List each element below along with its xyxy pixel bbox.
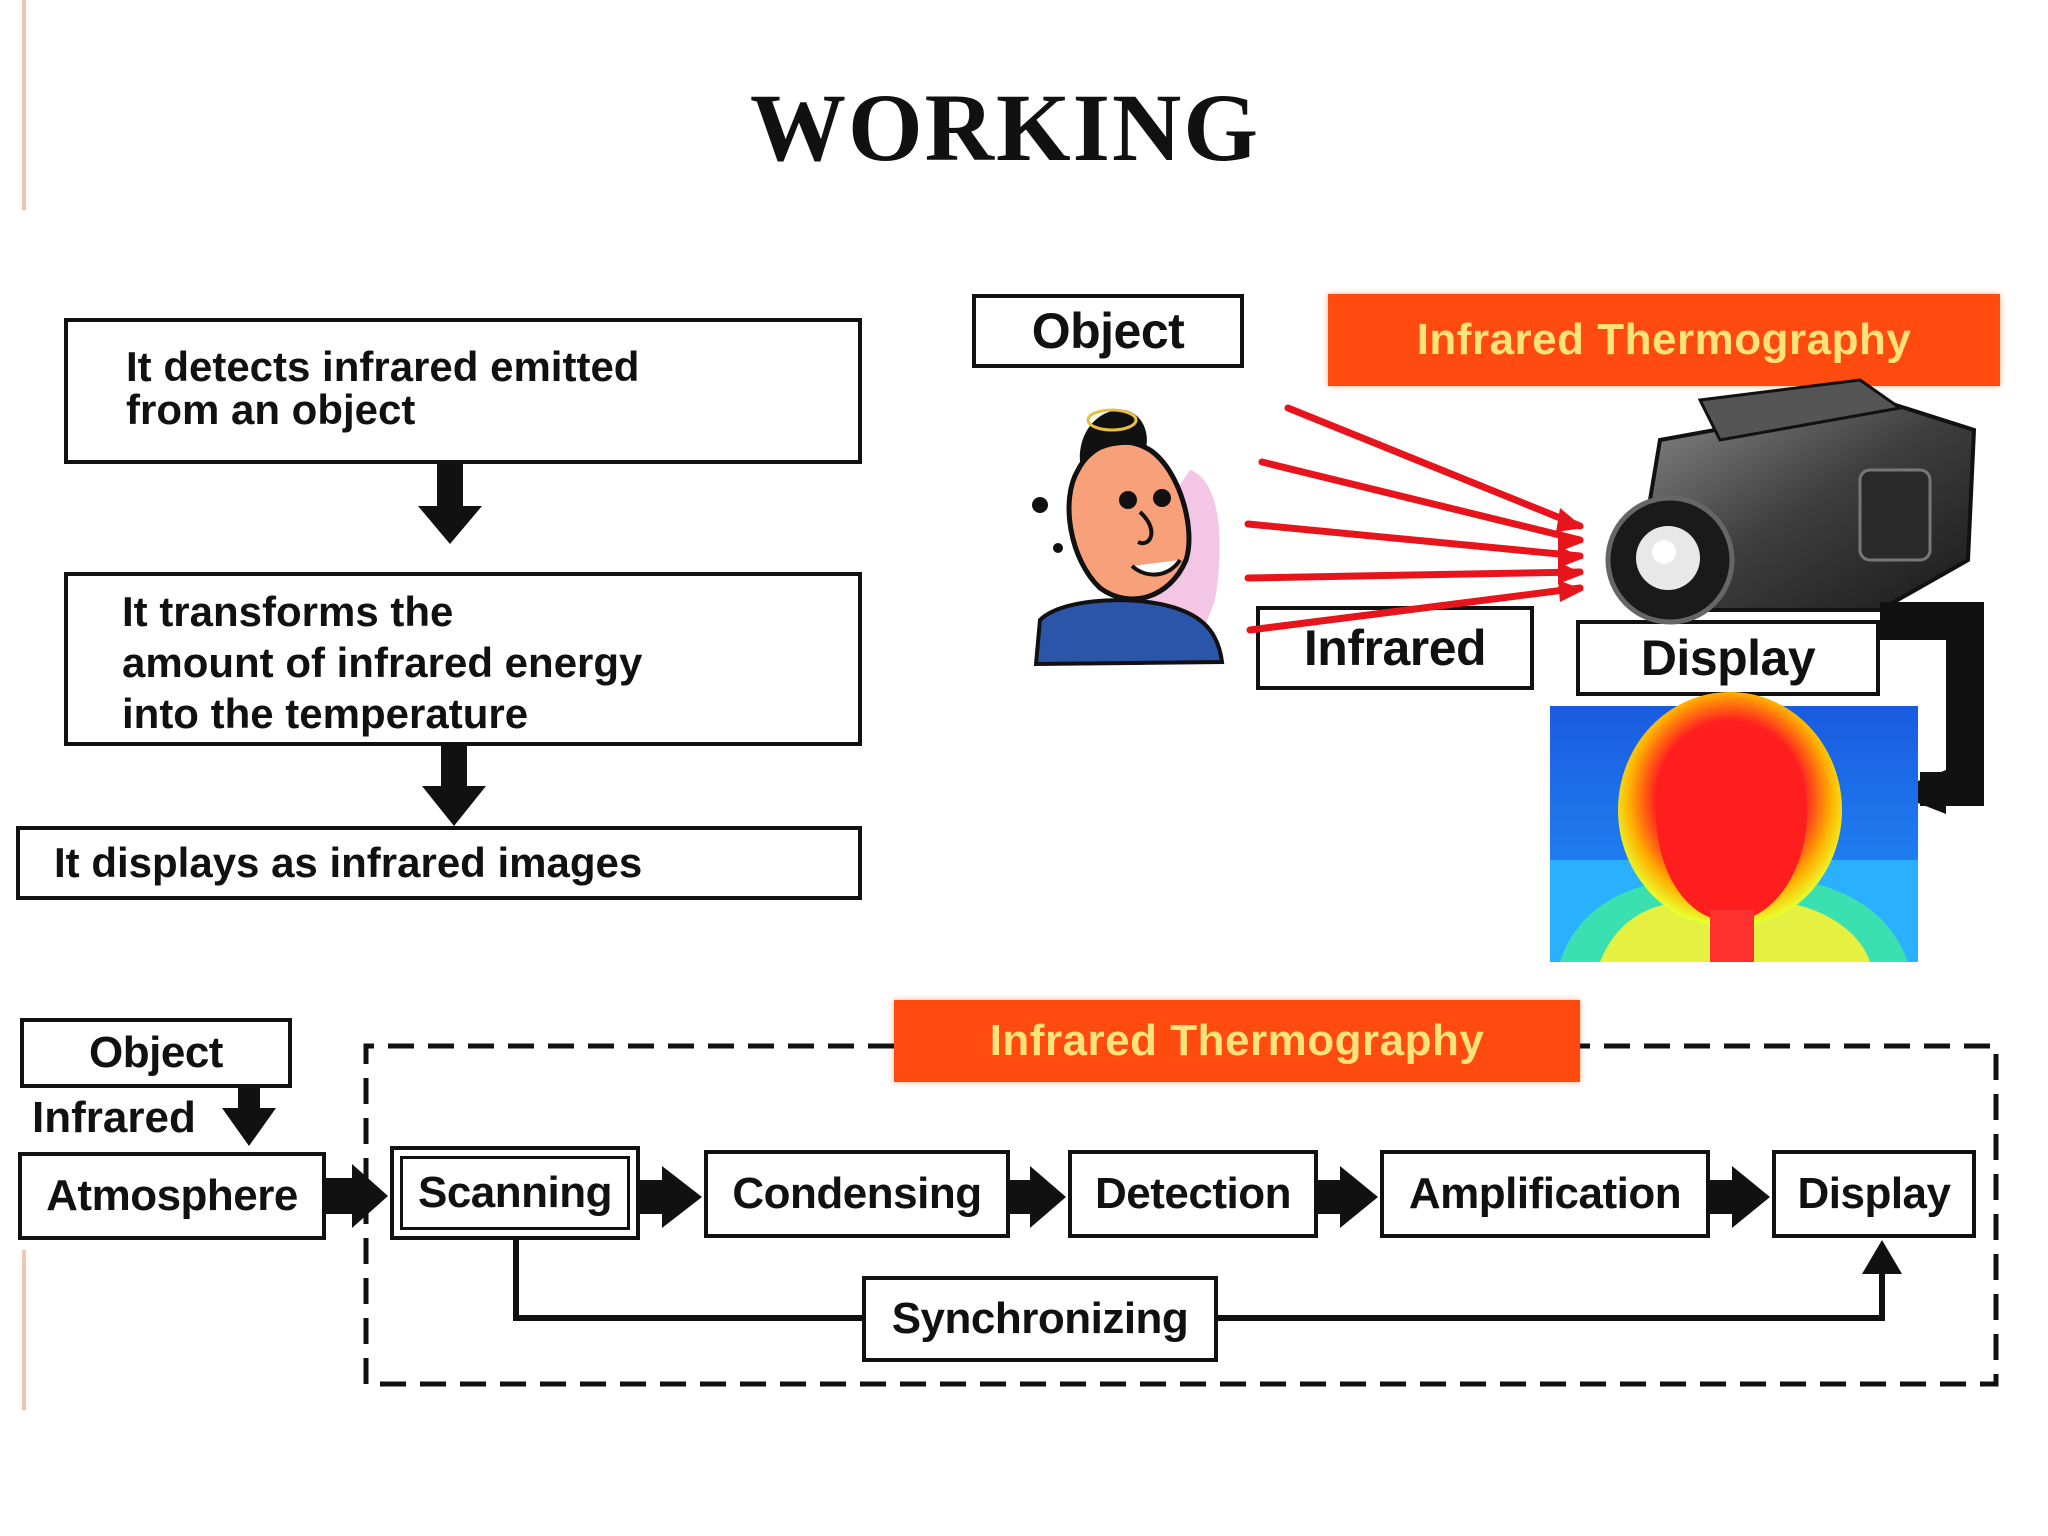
display-label-box: Display <box>1576 620 1880 696</box>
infrared-rays <box>1244 404 1584 634</box>
infrared-thermography-banner-top: Infrared Thermography <box>1328 294 2000 386</box>
person-illustration <box>1032 408 1225 667</box>
flow-step-transform-text: It transforms the amount of infrared ene… <box>122 588 643 738</box>
thermal-camera-illustration <box>1605 378 1977 625</box>
process-infrared-arrow <box>222 1088 276 1146</box>
stage-scanning-inner: Scanning <box>400 1156 630 1230</box>
flow-step-detect-text: It detects infrared emitted from an obje… <box>126 343 640 433</box>
thermal-image <box>1550 692 1918 962</box>
stage-scanning-box: Scanning <box>390 1146 640 1240</box>
slide-title: WORKING <box>749 74 1261 181</box>
synchronizing-box: Synchronizing <box>862 1276 1218 1362</box>
left-accent-rule <box>22 0 26 210</box>
arrow-condensing-to-detection <box>1010 1166 1066 1228</box>
flow-step-transform: It transforms the amount of infrared ene… <box>64 572 862 746</box>
arrow-detection-to-amplification <box>1318 1166 1378 1228</box>
arrow-scanning-to-condensing <box>640 1166 702 1228</box>
stage-condensing-label: Condensing <box>732 1169 982 1218</box>
synchronizing-label: Synchronizing <box>891 1294 1189 1343</box>
flow-arrow-2 <box>422 746 486 826</box>
flow-arrow-1 <box>418 464 482 544</box>
display-label: Display <box>1640 630 1816 686</box>
stage-detection-box: Detection <box>1068 1150 1318 1238</box>
process-object-label: Object <box>89 1028 223 1077</box>
process-arrows <box>326 1164 1770 1228</box>
process-dashed-frame <box>363 1043 1999 1387</box>
banner-label-top: Infrared Thermography <box>1416 315 1912 364</box>
process-infrared-label: Infrared <box>32 1093 196 1142</box>
object-label-box: Object <box>972 294 1244 368</box>
object-label: Object <box>1031 303 1185 359</box>
left-accent-rule-lower <box>22 1250 26 1410</box>
stage-condensing-box: Condensing <box>704 1150 1010 1238</box>
infrared-ray-heads <box>1556 508 1584 602</box>
stage-display-box: Display <box>1772 1150 1976 1238</box>
flow-step-detect: It detects infrared emitted from an obje… <box>64 318 862 464</box>
atmosphere-label: Atmosphere <box>46 1171 298 1220</box>
arrow-atmosphere-to-scanning <box>326 1164 388 1228</box>
atmosphere-box: Atmosphere <box>18 1152 326 1240</box>
stage-amplification-box: Amplification <box>1380 1150 1710 1238</box>
flow-step-display: It displays as infrared images <box>16 826 862 900</box>
stage-display-label: Display <box>1797 1169 1951 1218</box>
display-to-image-arrow <box>1880 602 1984 814</box>
process-object-box: Object <box>20 1018 292 1088</box>
flow-step-display-text: It displays as infrared images <box>54 839 643 886</box>
banner-label-bottom: Infrared Thermography <box>989 1016 1485 1065</box>
infrared-label: Infrared <box>1303 620 1487 676</box>
synchronizing-connector <box>513 1240 1902 1321</box>
arrow-amplification-to-display <box>1710 1166 1770 1228</box>
infrared-thermography-banner-bottom: Infrared Thermography <box>894 1000 1580 1082</box>
stage-amplification-label: Amplification <box>1408 1169 1682 1218</box>
stage-detection-label: Detection <box>1095 1169 1291 1218</box>
stage-scanning-label: Scanning <box>417 1168 613 1217</box>
